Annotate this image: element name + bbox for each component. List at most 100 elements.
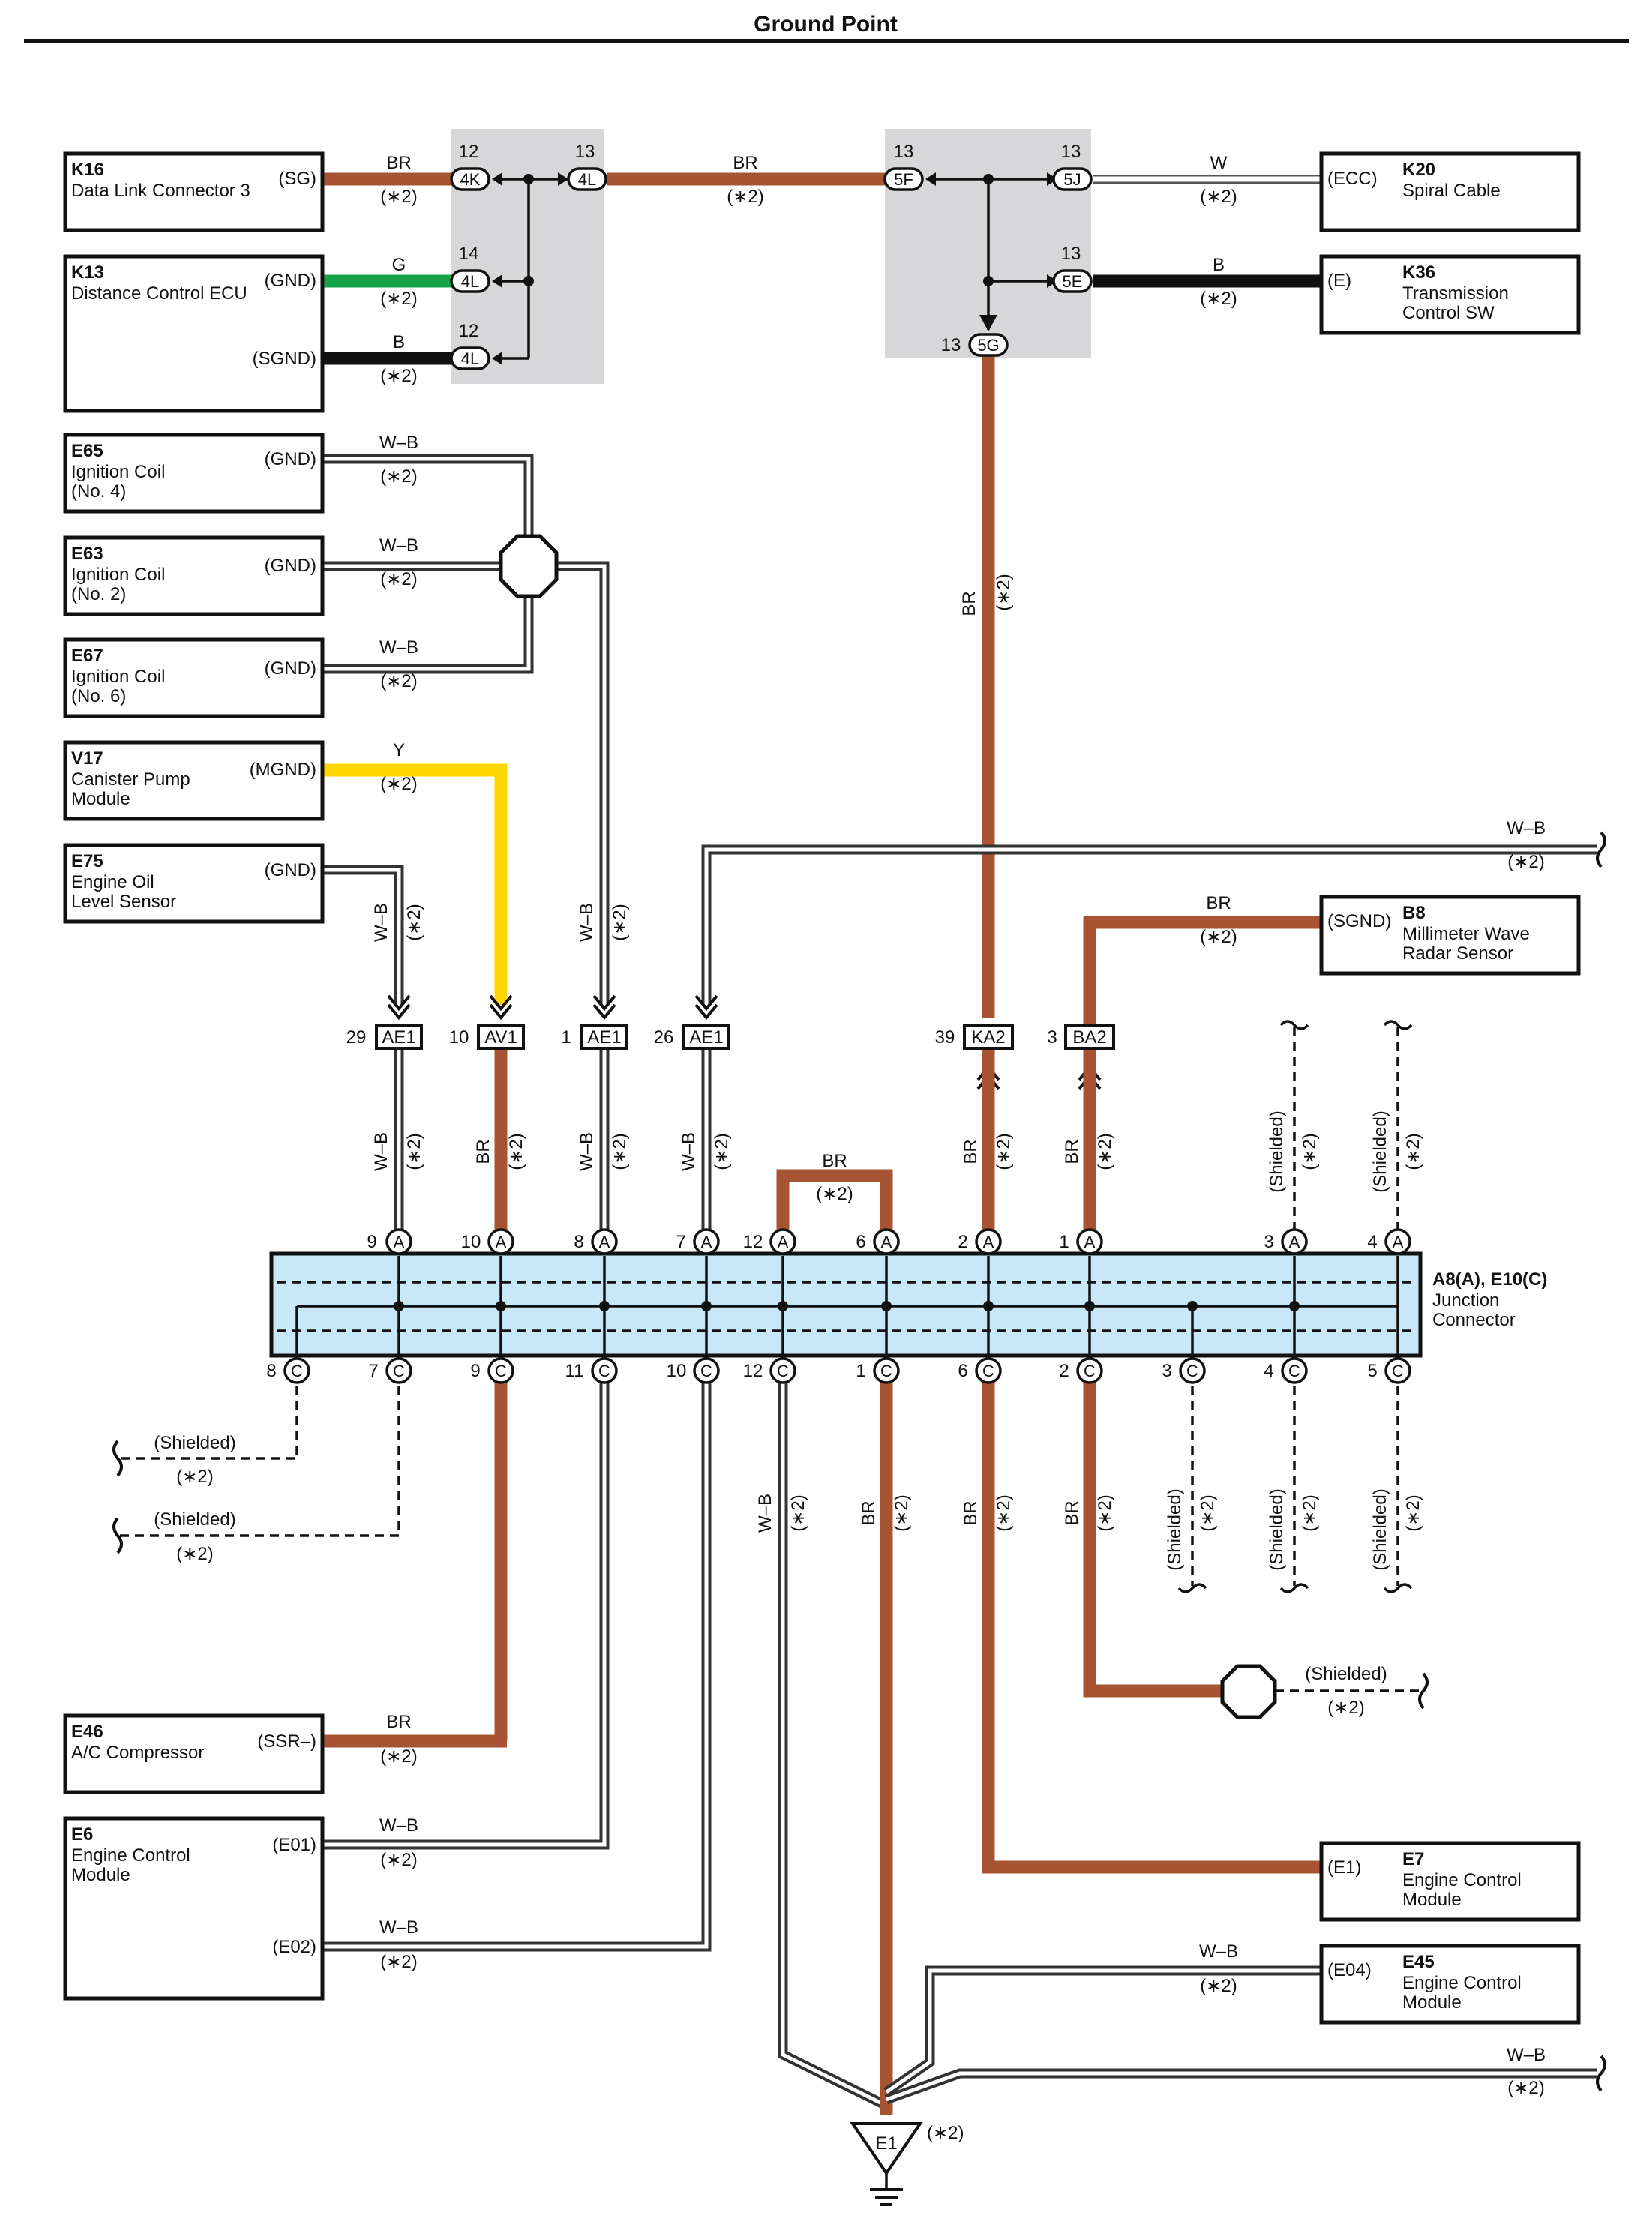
connector-ae1-26: AE1 26 [654, 1024, 730, 1050]
wire-labels-vertical: BR (∗2) W–B (∗2) W–B (∗2) W–B (∗2) BR (∗… [371, 574, 1423, 1570]
connector-4k: 4K 12 [450, 142, 502, 191]
svg-text:(Shielded): (Shielded) [1267, 1111, 1287, 1192]
svg-text:(E1): (E1) [1327, 1857, 1361, 1878]
svg-text:K13: K13 [71, 262, 104, 283]
splice-dot [523, 276, 534, 286]
svg-text:(∗2): (∗2) [892, 1494, 912, 1531]
svg-text:W–B: W–B [379, 535, 418, 556]
svg-text:(∗2): (∗2) [712, 1133, 732, 1170]
svg-text:K16: K16 [71, 160, 104, 180]
svg-text:K36: K36 [1402, 262, 1435, 283]
svg-text:C: C [1392, 1362, 1404, 1380]
svg-text:29: 29 [346, 1027, 367, 1048]
svg-text:C: C [291, 1362, 303, 1380]
svg-text:(GND): (GND) [265, 556, 316, 576]
svg-text:BR: BR [386, 153, 411, 173]
svg-text:9: 9 [367, 1232, 376, 1252]
svg-text:C: C [1084, 1362, 1096, 1380]
svg-text:W–B: W–B [577, 1132, 597, 1171]
svg-text:Ignition Coil: Ignition Coil [71, 462, 165, 482]
svg-text:A: A [983, 1233, 994, 1251]
splice-octagon-shield [1220, 1664, 1277, 1719]
svg-text:C: C [880, 1362, 892, 1380]
svg-text:(∗2): (∗2) [1200, 1976, 1237, 1996]
svg-text:39: 39 [935, 1027, 955, 1048]
svg-text:10: 10 [449, 1027, 469, 1048]
svg-text:AE1: AE1 [382, 1027, 415, 1048]
svg-text:(∗2): (∗2) [610, 1133, 630, 1170]
svg-text:13: 13 [941, 335, 961, 355]
svg-text:(Shielded): (Shielded) [1267, 1488, 1287, 1570]
svg-text:E63: E63 [71, 544, 103, 564]
svg-text:(∗2): (∗2) [380, 671, 417, 691]
svg-text:BR: BR [959, 591, 979, 616]
connector-5j: 5J 13 [1047, 142, 1093, 191]
svg-text:6: 6 [856, 1232, 865, 1252]
svg-text:V17: V17 [71, 748, 103, 769]
svg-text:(MGND): (MGND) [250, 760, 316, 780]
page-title: Ground Point [754, 12, 898, 37]
svg-text:W–B: W–B [1507, 2045, 1546, 2065]
svg-text:(No. 6): (No. 6) [71, 686, 126, 706]
svg-text:(Shielded): (Shielded) [154, 1433, 235, 1453]
junction-bottom-pins: C8 C7 C9 C11 C10 C12 C1 C6 C2 C3 C4 C5 [266, 1357, 1411, 1384]
component-e46: E46 A/C Compressor (SSR–) [63, 1713, 325, 1794]
svg-text:BR: BR [733, 153, 757, 173]
svg-text:Control SW: Control SW [1402, 303, 1495, 323]
svg-text:(ECC): (ECC) [1327, 169, 1378, 189]
wire-b8-sgnd [1083, 916, 1321, 1072]
svg-text:(∗2): (∗2) [610, 904, 630, 940]
svg-text:4L: 4L [461, 272, 479, 291]
svg-text:(GND): (GND) [265, 271, 316, 291]
junction-name2: Connector [1432, 1310, 1516, 1330]
svg-text:Ignition Coil: Ignition Coil [71, 565, 165, 585]
svg-text:(Shielded): (Shielded) [1305, 1664, 1387, 1684]
svg-text:(∗2): (∗2) [1200, 289, 1237, 309]
svg-text:Engine Oil: Engine Oil [71, 872, 154, 892]
connector-4l-12: 4L 12 [450, 321, 502, 370]
svg-text:Radar Sensor: Radar Sensor [1402, 943, 1513, 964]
svg-text:BR: BR [1062, 1139, 1082, 1164]
svg-text:A: A [394, 1233, 405, 1251]
svg-text:W–B: W–B [379, 433, 418, 453]
svg-text:(∗2): (∗2) [788, 1494, 808, 1531]
svg-text:Engine Control: Engine Control [1402, 1973, 1522, 1993]
svg-text:Ignition Coil: Ignition Coil [71, 667, 165, 687]
component-k20: (ECC) K20 Spiral Cable [1319, 151, 1581, 232]
svg-text:7: 7 [368, 1361, 378, 1381]
svg-text:1: 1 [1059, 1232, 1069, 1252]
svg-text:9: 9 [470, 1361, 480, 1381]
component-v17: V17 Canister Pump Module (MGND) [63, 740, 325, 821]
svg-text:12: 12 [743, 1232, 763, 1252]
svg-text:(∗2): (∗2) [404, 904, 424, 940]
svg-text:AV1: AV1 [484, 1027, 517, 1048]
svg-text:W–B: W–B [379, 637, 418, 658]
svg-text:BR: BR [859, 1500, 879, 1525]
component-b8: (SGND) B8 Millimeter Wave Radar Sensor [1319, 895, 1581, 976]
svg-text:C: C [1186, 1362, 1198, 1380]
svg-text:E46: E46 [71, 1722, 103, 1742]
connector-ae1-29: AE1 29 [346, 1024, 423, 1050]
svg-text:(∗2): (∗2) [1198, 1494, 1218, 1531]
svg-text:6: 6 [958, 1361, 967, 1381]
component-e63: E63 Ignition Coil (No. 2) (GND) [63, 535, 325, 616]
svg-text:10: 10 [461, 1232, 481, 1252]
svg-text:4L: 4L [578, 170, 596, 189]
svg-text:5J: 5J [1063, 170, 1081, 189]
svg-text:(∗2): (∗2) [506, 1133, 526, 1170]
splice-octagon-ignition [499, 534, 559, 598]
connector-4l-14: 4L 14 [450, 244, 502, 293]
svg-text:(∗2): (∗2) [1095, 1133, 1115, 1170]
svg-text:4: 4 [1367, 1232, 1377, 1252]
svg-text:E6: E6 [71, 1824, 93, 1845]
svg-text:E45: E45 [1402, 1952, 1435, 1972]
svg-text:(∗2): (∗2) [994, 1133, 1014, 1170]
svg-text:10: 10 [667, 1361, 687, 1381]
svg-text:KA2: KA2 [971, 1027, 1005, 1048]
svg-text:8: 8 [266, 1361, 276, 1381]
svg-text:(∗2): (∗2) [176, 1544, 213, 1564]
svg-text:13: 13 [575, 142, 595, 162]
svg-text:(∗2): (∗2) [380, 366, 417, 386]
svg-text:A: A [599, 1233, 610, 1251]
svg-text:W–B: W–B [679, 1132, 699, 1171]
